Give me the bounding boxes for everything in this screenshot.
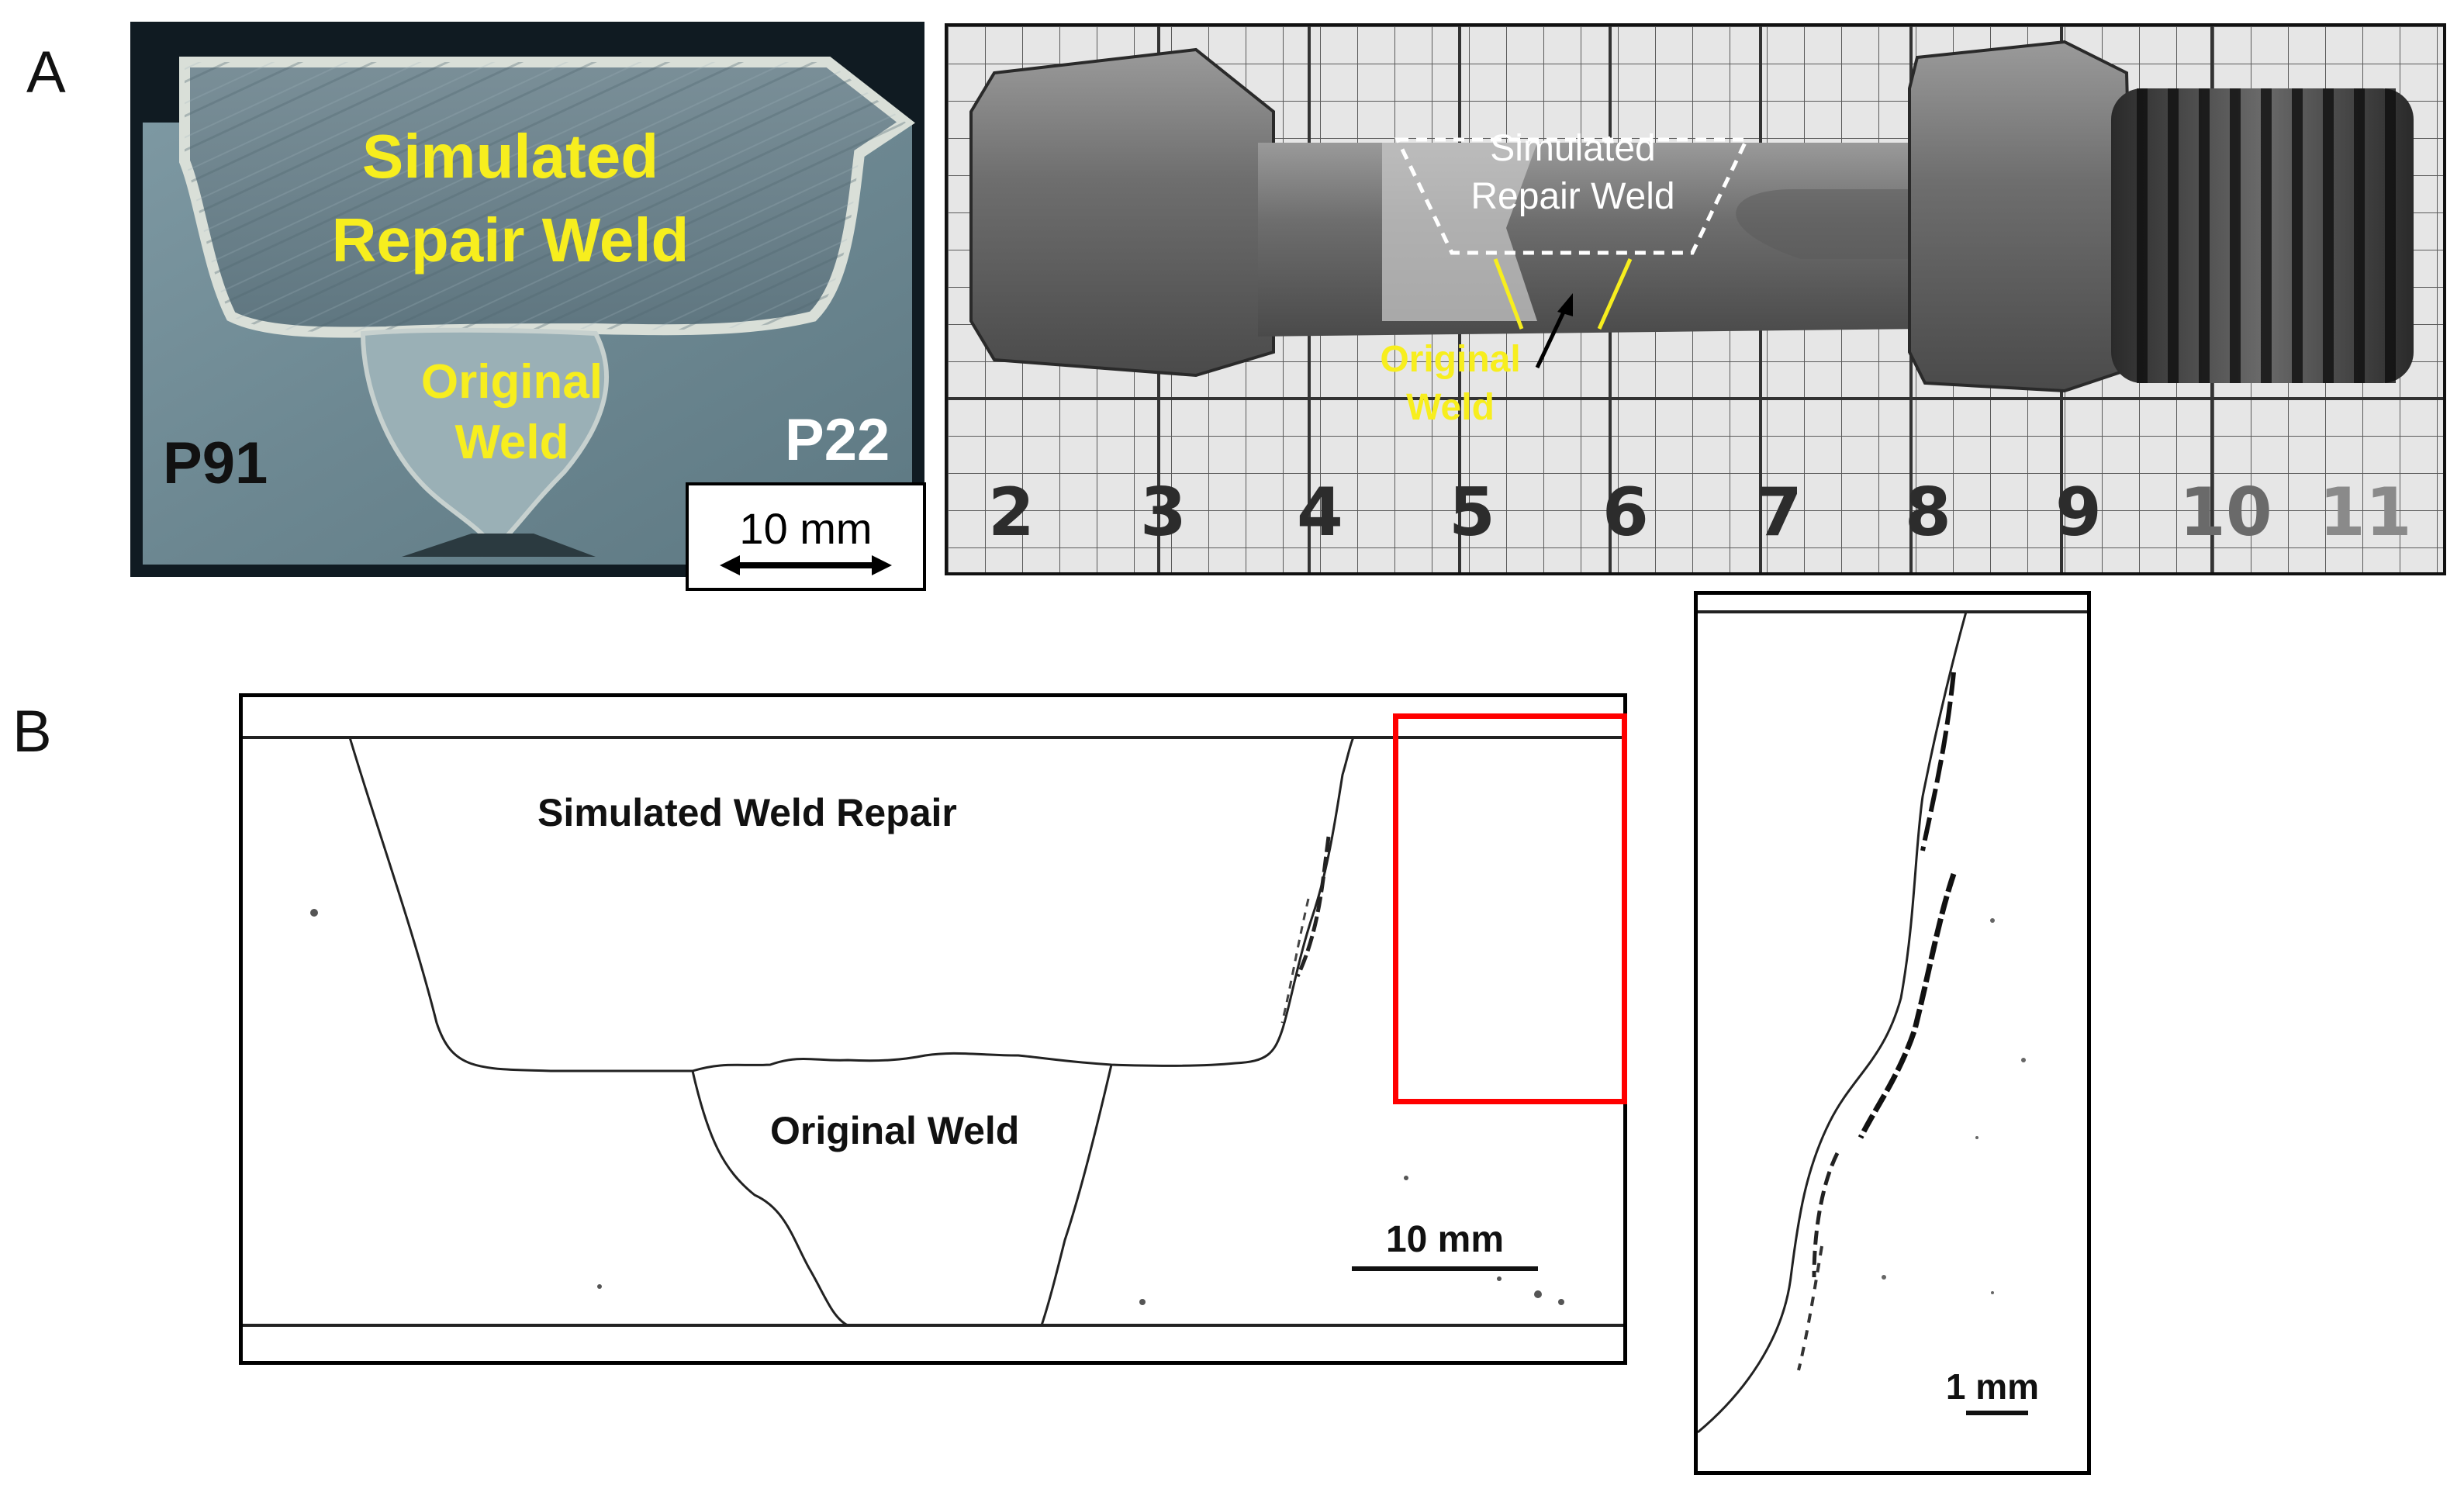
specimen-repair-label-line2: Repair Weld xyxy=(1470,176,1675,217)
weld-repair-label: Simulated Weld Repair xyxy=(537,791,957,834)
scale-bar-label: 10 mm xyxy=(739,504,873,553)
cross-section-image xyxy=(130,22,924,577)
macro-scale-bar-label: 10 mm xyxy=(1385,1219,1505,1260)
repair-weld-label-line2: Repair Weld xyxy=(331,206,689,275)
specimen-repair-label-line1: Simulated xyxy=(1490,128,1656,169)
specimen-image xyxy=(948,26,2443,572)
original-weld-label: Original Weld xyxy=(770,1109,1020,1152)
original-weld-label-line1: Original xyxy=(420,355,603,409)
specimen-original-label-line1: Original xyxy=(1380,339,1521,380)
ruler-number: 11 xyxy=(2319,474,2412,551)
inset-scale-bar xyxy=(1966,1411,2028,1415)
p22-label: P22 xyxy=(785,407,890,473)
specimen-photo xyxy=(945,23,2446,575)
scale-bar-box: 10 mm xyxy=(686,482,926,591)
inset-zoom-outline xyxy=(1698,610,2087,1434)
panel-a-letter: A xyxy=(26,40,66,105)
inset-scale-bar-label: 1 mm xyxy=(1945,1366,2040,1407)
zoom-region-highlight xyxy=(1393,713,1627,1104)
ruler-number: 6 xyxy=(1602,474,1649,551)
ruler-number: 2 xyxy=(988,474,1035,551)
ruler-number: 10 xyxy=(2179,474,2272,551)
p91-label: P91 xyxy=(163,430,268,496)
repair-weld-label-line1: Simulated xyxy=(361,122,659,191)
cross-section-photo xyxy=(130,22,924,577)
ruler-number: 9 xyxy=(2055,474,2102,551)
ruler-number: 5 xyxy=(1449,474,1495,551)
specimen-original-label-line2: Weld xyxy=(1406,387,1495,428)
original-weld-label-line2: Weld xyxy=(454,416,569,469)
ruler-number: 3 xyxy=(1140,474,1187,551)
double-arrow-icon xyxy=(720,555,892,575)
macro-scale-bar xyxy=(1352,1266,1538,1271)
ruler-number: 8 xyxy=(1905,474,1951,551)
panel-b-letter: B xyxy=(12,699,52,765)
ruler-number: 7 xyxy=(1756,474,1802,551)
inset-zoom-frame: 1 mm xyxy=(1694,591,2091,1475)
ruler-number: 4 xyxy=(1297,474,1343,551)
